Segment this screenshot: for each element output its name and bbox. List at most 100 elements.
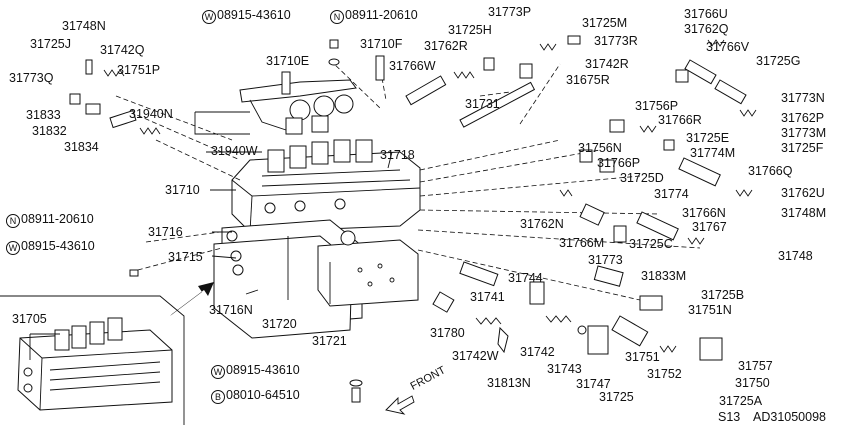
label-31773N: 31773N xyxy=(781,91,825,105)
prefix-circle: N xyxy=(6,214,20,228)
label-31757: 31757 xyxy=(738,359,773,373)
label-31766U: 31766U xyxy=(684,7,728,21)
label-31833M: 31833M xyxy=(641,269,687,283)
label-31725H: 31725H xyxy=(448,23,492,37)
dashed-leaders xyxy=(115,59,701,301)
prefix-circle: B xyxy=(211,390,225,404)
fastener-number: 08911-20610 xyxy=(21,212,94,226)
label-31748M: 31748M xyxy=(781,206,827,220)
label-31766P: 31766P xyxy=(597,156,641,170)
prefix-circle: W xyxy=(6,241,20,255)
label-31725A: 31725A xyxy=(719,394,763,408)
label-31705: 31705 xyxy=(12,312,47,326)
label-31721: 31721 xyxy=(312,334,347,348)
label-31752: 31752 xyxy=(647,367,682,381)
label-31748N: 31748N xyxy=(62,19,106,33)
label-31731: 31731 xyxy=(465,97,500,111)
label-31773P: 31773P xyxy=(488,5,532,19)
label-31725G: 31725G xyxy=(756,54,801,68)
label-31744: 31744 xyxy=(508,271,543,285)
label-31716N: 31716N xyxy=(209,303,253,317)
label-31751N: 31751N xyxy=(688,303,732,317)
label-31940W: 31940W xyxy=(211,144,258,158)
label-31773M: 31773M xyxy=(781,126,827,140)
label-31766N: 31766N xyxy=(682,206,726,220)
inset-valve-body xyxy=(17,317,173,411)
label-31780: 31780 xyxy=(430,326,465,340)
front-arrow-icon xyxy=(385,395,415,415)
label-31774M: 31774M xyxy=(690,146,736,160)
label-31756P: 31756P xyxy=(635,99,679,113)
label-31742Q: 31742Q xyxy=(100,43,145,57)
label-31710: 31710 xyxy=(165,183,200,197)
fastener-number: 08010-64510 xyxy=(226,388,300,402)
label-31773Q: 31773Q xyxy=(9,71,54,85)
label-31766V: 31766V xyxy=(706,40,750,54)
inset-frame xyxy=(0,295,185,425)
label-31747: 31747 xyxy=(576,377,611,391)
label-31748: 31748 xyxy=(778,249,813,263)
label-31751P: 31751P xyxy=(117,63,161,77)
fastener-number: 08911-20610 xyxy=(345,8,418,22)
label-31750: 31750 xyxy=(735,376,770,390)
label-31742W: 31742W xyxy=(452,349,499,363)
label-31718: 31718 xyxy=(380,148,415,162)
label-31741: 31741 xyxy=(470,290,505,304)
label-31766R: 31766R xyxy=(658,113,702,127)
fastener-number: 08915-43610 xyxy=(226,363,300,377)
label-31833: 31833 xyxy=(26,108,61,122)
label-31813N: 31813N xyxy=(487,376,531,390)
label-31762U: 31762U xyxy=(781,186,825,200)
fastener-number: 08915-43610 xyxy=(21,239,95,253)
label-31766W: 31766W xyxy=(389,59,436,73)
label-31720: 31720 xyxy=(262,317,297,331)
label-31773: 31773 xyxy=(588,253,623,267)
leader-lines xyxy=(29,111,393,360)
label-31725C: 31725C xyxy=(629,237,673,251)
label-31742R: 31742R xyxy=(585,57,629,71)
label-31716: 31716 xyxy=(148,225,183,239)
label-31774: 31774 xyxy=(654,187,689,201)
label-31710F: 31710F xyxy=(360,37,403,51)
prefix-circle: W xyxy=(211,365,225,379)
label-31834: 31834 xyxy=(64,140,99,154)
label-31743: 31743 xyxy=(547,362,582,376)
fastener-number: 08915-43610 xyxy=(217,8,291,22)
label-31766Q: 31766Q xyxy=(748,164,793,178)
label-31762R: 31762R xyxy=(424,39,468,53)
label-31767: 31767 xyxy=(692,220,727,234)
label-31725D: 31725D xyxy=(620,171,664,185)
lower-valve-body xyxy=(317,230,419,307)
label-31751: 31751 xyxy=(625,350,660,364)
label-31756N: 31756N xyxy=(578,141,622,155)
label-31675R: 31675R xyxy=(566,73,610,87)
label-31725: 31725 xyxy=(599,390,634,404)
footer-ref: AD31050098 xyxy=(753,410,826,424)
label-31762P: 31762P xyxy=(781,111,825,125)
prefix-circle: N xyxy=(330,10,344,24)
label-31710E: 31710E xyxy=(266,54,310,68)
label-31742: 31742 xyxy=(520,345,555,359)
solenoid-harness xyxy=(239,79,357,135)
label-31715: 31715 xyxy=(168,250,203,264)
label-31762N: 31762N xyxy=(520,217,564,231)
prefix-circle: W xyxy=(202,10,216,24)
label-31725E: 31725E xyxy=(686,131,730,145)
direction-arrow xyxy=(170,282,214,316)
label-31725B: 31725B xyxy=(701,288,745,302)
small-parts xyxy=(69,35,757,403)
label-31762Q: 31762Q xyxy=(684,22,729,36)
label-31725M: 31725M xyxy=(582,16,628,30)
label-31773R: 31773R xyxy=(594,34,638,48)
footer-code: S13 xyxy=(718,410,741,424)
label-31766M: 31766M xyxy=(559,236,605,250)
label-31832: 31832 xyxy=(32,124,67,138)
